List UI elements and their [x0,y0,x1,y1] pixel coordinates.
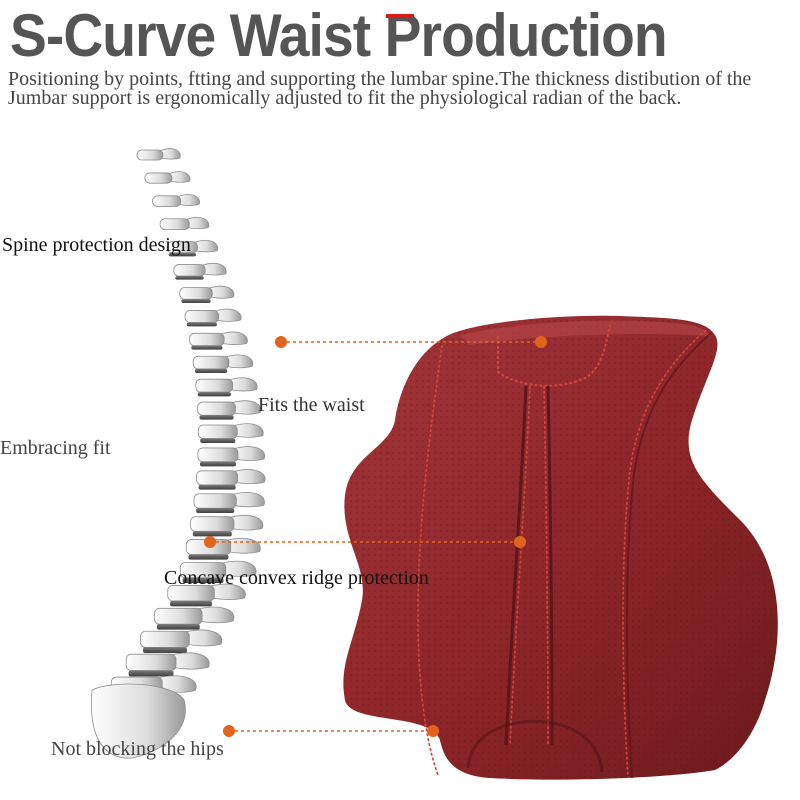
orange-dot-icon [514,536,526,548]
cushion-left-wing-stitch [417,344,443,776]
cushion-right-wing-groove [626,333,711,779]
label-embracing-fit: Embracing fit [0,437,111,459]
vertebra [197,424,238,439]
orange-dot-icon [204,536,216,548]
label-not-blocking-hips: Not blocking the hips [51,738,224,760]
cushion-center-groove-right [546,385,554,746]
intervertebral-disc [143,647,187,653]
vertebra [184,310,220,323]
vertebra [192,355,230,370]
intervertebral-disc [181,299,211,303]
description: Positioning by points, ftting and suppor… [8,68,752,109]
intervertebral-disc [128,670,174,677]
intervertebral-disc [198,484,236,490]
cushion-top-highlight [460,320,710,345]
vertebra [154,607,203,625]
cushion-bottom-notch-shadow [466,719,604,773]
intervertebral-disc [200,438,236,443]
intervertebral-disc [199,461,236,467]
orange-dot-icon [427,725,439,737]
intervertebral-disc [175,276,204,280]
cushion-center-groove-left [504,385,528,746]
vertebra [179,287,213,300]
intervertebral-disc [168,252,196,257]
intervertebral-disc [196,508,235,513]
intervertebral-disc [186,322,217,327]
title-accent-bar [386,14,414,18]
vertebra [189,332,225,347]
vertebra [195,378,234,393]
intervertebral-disc [194,368,228,373]
vertebra [140,630,190,648]
intervertebral-disc [182,577,224,583]
vertebra [152,195,182,207]
intervertebral-disc [197,392,231,397]
vertebra [196,470,239,486]
intervertebral-disc [170,600,213,607]
vertebra [173,264,206,277]
label-fits-waist: Fits the waist [258,394,365,416]
orange-dot-icon [223,725,235,737]
label-spine-protection: Spine protection design [2,234,191,256]
vertebra [136,149,164,161]
intervertebral-disc [191,345,223,350]
vertebra [190,516,235,532]
intervertebral-disc [192,531,232,537]
cushion-top-panel-stitch [497,324,611,387]
callout-lines [204,336,547,737]
vertebra [159,218,190,231]
vertebra [125,653,177,671]
orange-dot-icon [535,336,547,348]
intervertebral-disc [156,624,200,630]
intervertebral-disc [199,415,234,420]
cushion-perforation [343,315,778,780]
page-title: S-Curve Waist Production [10,2,668,69]
sacrum [91,683,186,759]
vertebra [197,401,236,416]
vertebra [144,172,173,184]
cushion-right-wing-stitch [622,329,707,779]
vertebra [193,493,237,509]
cushion-center-stitch-right [543,385,549,746]
spine-illustration [91,148,266,759]
lumbar-cushion-illustration [343,315,778,780]
orange-dot-icon [275,336,287,348]
label-concave-convex: Concave convex ridge protection [164,567,429,589]
vertebra [197,447,239,463]
intervertebral-disc [188,554,229,560]
